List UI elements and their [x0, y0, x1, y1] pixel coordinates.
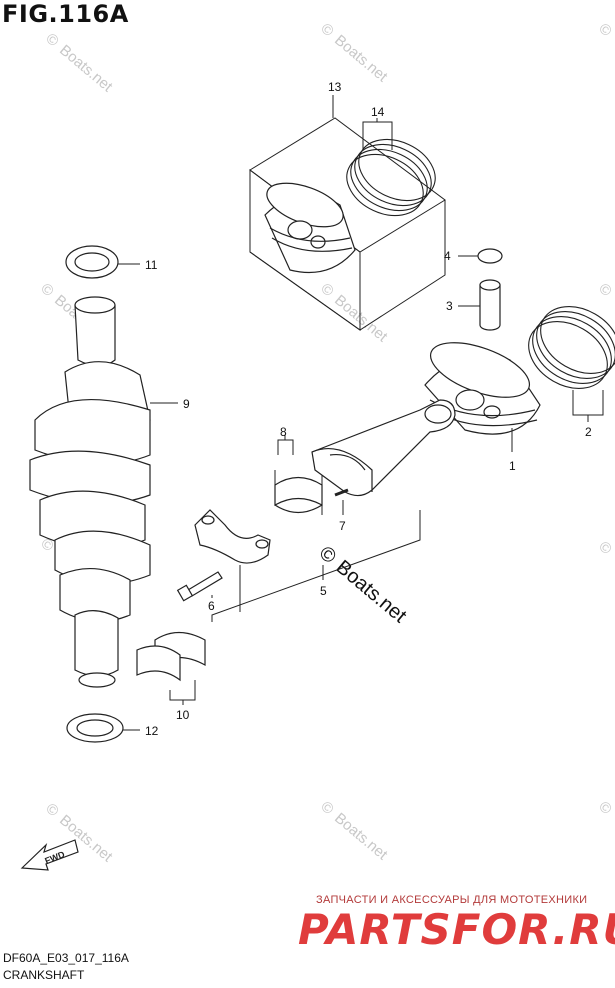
watermark: ©: [595, 798, 614, 818]
connecting-rod-cap: [194, 509, 271, 564]
watermark: ©: [317, 280, 336, 300]
watermark: ©: [42, 800, 61, 820]
piston-rings-in-box: [346, 138, 436, 217]
callout-6: 6: [208, 599, 215, 613]
watermark: ©: [42, 30, 61, 50]
callout-7: 7: [339, 519, 346, 533]
connecting-rod: [311, 399, 456, 497]
oil-seal-lower: [66, 713, 124, 743]
watermark: Boats.net: [331, 292, 391, 346]
figure-code: DF60A_E03_017_116A: [3, 951, 129, 965]
crankshaft: [29, 296, 151, 688]
callout-9: 9: [183, 397, 190, 411]
watermark-center: ©: [315, 542, 341, 568]
watermark: ©: [595, 280, 614, 300]
watermark: ©: [317, 798, 336, 818]
callout-5: 5: [320, 584, 327, 598]
rod-bearing-upper: [274, 476, 323, 514]
watermark-center: Boats.net: [332, 556, 411, 627]
watermark: Boats.net: [56, 42, 116, 96]
callout-1: 1: [509, 459, 516, 473]
leader-lines: [118, 95, 604, 731]
watermark: ©: [595, 538, 614, 558]
callout-4: 4: [444, 249, 451, 263]
piston-in-box: [264, 182, 356, 274]
forward-arrow-icon: FWD: [20, 839, 79, 871]
figure-name: CRANKSHAFT: [3, 968, 85, 982]
callout-14: 14: [371, 105, 385, 119]
oil-seal-upper: [65, 245, 119, 279]
callout-10: 10: [176, 708, 190, 722]
callout-11: 11: [145, 258, 158, 272]
advert-logo: PARTSFOR.RU: [298, 905, 615, 954]
watermark: Boats.net: [331, 810, 391, 864]
figure-title: FIG.116A: [2, 0, 129, 28]
callout-12: 12: [145, 724, 159, 738]
piston-pin: [479, 279, 501, 331]
circlip: [477, 248, 503, 264]
watermark: ©: [595, 20, 614, 40]
dowel-pin: [334, 488, 349, 497]
piston-rings: [528, 306, 615, 389]
callouts: 13 14 4 3 2 1 8 7 5 6 10 11 9 12: [145, 80, 592, 738]
callout-13: 13: [328, 80, 342, 94]
callout-2: 2: [585, 425, 592, 439]
watermark: ©: [37, 280, 56, 300]
callout-8: 8: [280, 425, 287, 439]
callout-3: 3: [446, 299, 453, 313]
main-bearing: [136, 631, 206, 682]
rod-bolt: [176, 571, 223, 602]
advert-tagline: ЗАПЧАСТИ И АКСЕССУАРЫ ДЛЯ МОТОТЕХНИКИ: [316, 894, 588, 906]
watermark: ©: [317, 20, 336, 40]
watermark: Boats.net: [331, 32, 391, 86]
